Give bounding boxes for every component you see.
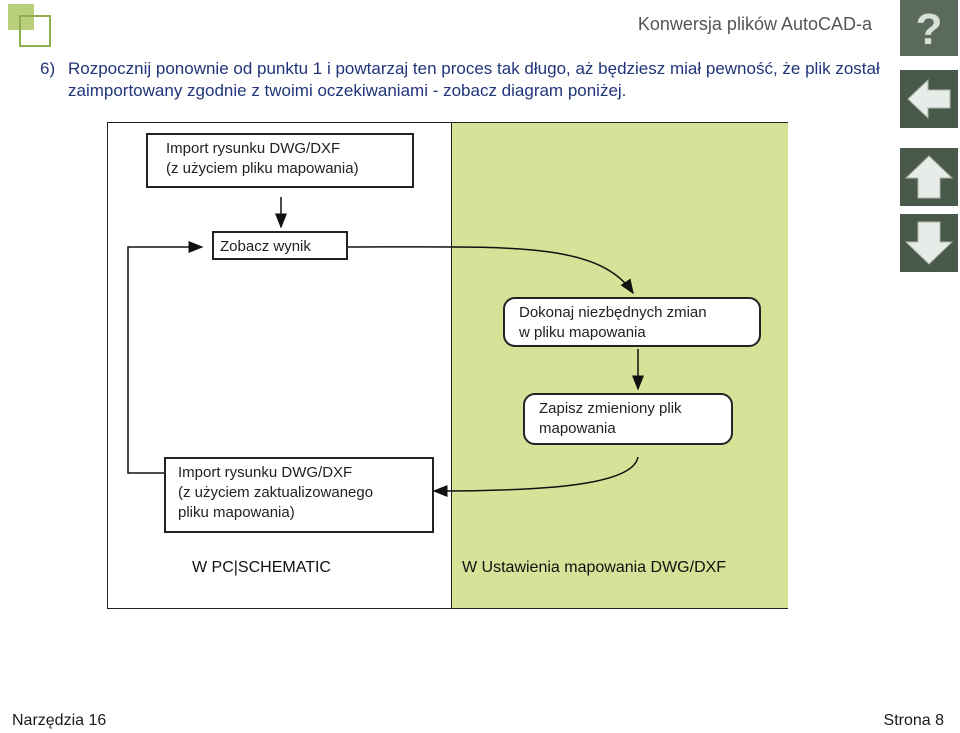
diagram-arrows [127, 197, 644, 497]
box-reimport-drawing: Import rysunku DWG/DXF (z użyciem zaktua… [164, 457, 434, 533]
box-reimport-line-3: pliku mapowania) [178, 504, 295, 521]
box-view-result: Zobacz wynik [212, 231, 348, 260]
box-changes-line-1: Dokonaj niezbędnych zmian [519, 304, 707, 321]
arrow-up-icon [904, 155, 954, 199]
box-make-changes: Dokonaj niezbędnych zmian w pliku mapowa… [503, 297, 761, 347]
arrow-loop-back [127, 241, 204, 474]
box-save-line-2: mapowania [539, 420, 616, 437]
box-view-result-label: Zobacz wynik [220, 238, 311, 255]
box-reimport-line-1: Import rysunku DWG/DXF [178, 464, 353, 481]
box-import-line-1: Import rysunku DWG/DXF [166, 140, 341, 157]
step-text: Rozpocznij ponownie od punktu 1 i powtar… [68, 59, 880, 100]
step-instruction: 6) Rozpocznij ponownie od punktu 1 i pow… [40, 58, 890, 102]
help-button[interactable]: ? [900, 0, 958, 56]
box-reimport-line-2: (z użyciem zaktualizowanego [178, 484, 374, 501]
box-changes-line-2: w pliku mapowania [519, 324, 646, 341]
footer-page-number: Strona 8 [883, 712, 944, 729]
mapping-settings-zone [451, 123, 788, 608]
arrow-left-icon [907, 78, 951, 120]
box-save-line-1: Zapisz zmieniony plik [539, 400, 682, 417]
page-header-title: Konwersja plików AutoCAD-a [637, 14, 872, 34]
logo-icon [8, 4, 52, 48]
previous-page-button[interactable] [900, 148, 958, 206]
help-icon: ? [916, 5, 943, 54]
next-page-button[interactable] [900, 214, 958, 272]
label-mapping-settings: W Ustawienia mapowania DWG/DXF [462, 559, 727, 576]
arrow-view-to-changes [347, 246, 634, 295]
arrow-down-icon [904, 221, 954, 265]
footer-chapter: Narzędzia 16 [12, 712, 107, 729]
box-save-file: Zapisz zmieniony plik mapowania [523, 393, 733, 445]
back-button[interactable] [900, 70, 958, 128]
arrow-save-to-reimport [432, 456, 639, 497]
box-import-drawing: Import rysunku DWG/DXF (z użyciem pliku … [146, 133, 414, 188]
workflow-diagram: Import rysunku DWG/DXF (z użyciem pliku … [107, 122, 788, 609]
step-number: 6) [40, 59, 56, 78]
box-import-line-2: (z użyciem pliku mapowania) [166, 160, 359, 177]
label-pc-schematic: W PC|SCHEMATIC [192, 559, 331, 576]
